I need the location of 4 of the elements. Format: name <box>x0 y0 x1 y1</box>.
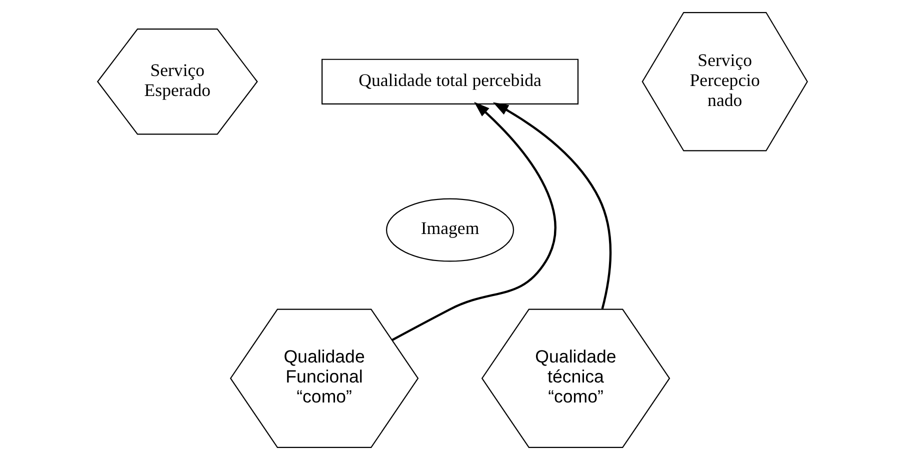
arrow <box>392 102 556 341</box>
node-box: Qualidade total percebida <box>322 58 579 104</box>
arrow <box>492 102 612 310</box>
node-ellipse: Imagem <box>386 198 514 262</box>
